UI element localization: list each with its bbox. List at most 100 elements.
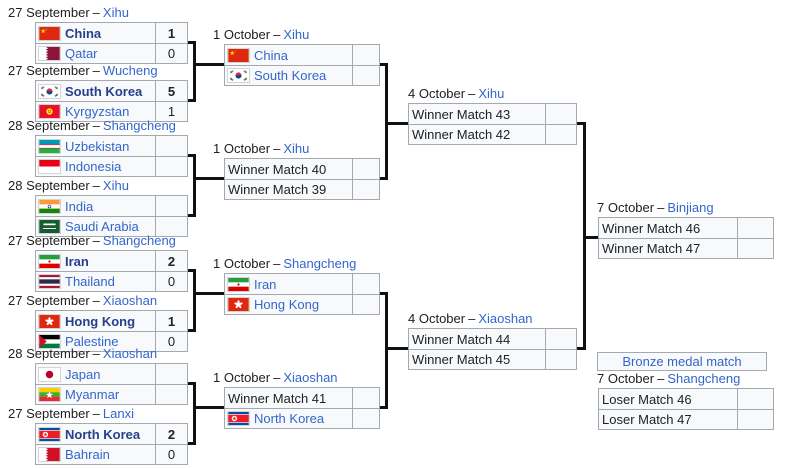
team-link[interactable]: Hong Kong	[65, 313, 136, 329]
flag-iran-icon	[228, 277, 249, 291]
team-cell: Indonesia	[36, 157, 155, 176]
match-header: 27 September–Lanxi	[8, 406, 134, 422]
match-header: 28 September–Xihu	[8, 178, 129, 194]
team-placeholder: Loser Match 47	[602, 412, 692, 427]
team-row: South Korea	[225, 65, 379, 85]
venue-link[interactable]: Wucheng	[102, 63, 158, 78]
team-placeholder: Winner Match 39	[228, 182, 327, 197]
team-placeholder: Winner Match 40	[228, 161, 327, 177]
flag-india-icon	[39, 199, 60, 213]
score-value: 2	[167, 426, 176, 442]
match-bronze: Loser Match 46 Loser Match 47	[598, 388, 774, 430]
venue-link[interactable]: Shangcheng	[667, 371, 741, 386]
team-link[interactable]: Bahrain	[65, 447, 110, 462]
venue-link[interactable]: Xiaoshan	[102, 346, 158, 361]
venue-link[interactable]: Xihu	[283, 27, 310, 42]
venue-link[interactable]: Shangcheng	[283, 256, 357, 271]
team-row: Winner Match 40	[225, 159, 379, 179]
team-cell: Qatar	[36, 44, 155, 63]
score-cell: 0	[155, 445, 187, 464]
team-link[interactable]: North Korea	[254, 411, 325, 426]
score-cell	[352, 66, 379, 85]
flag-northkorea-icon	[39, 427, 60, 441]
team-link[interactable]: Indonesia	[65, 159, 122, 174]
score-value: 0	[167, 334, 176, 349]
bronze-medal-match-label[interactable]: Bronze medal match	[597, 352, 767, 371]
team-link[interactable]: Hong Kong	[254, 297, 320, 312]
team-cell: Thailand	[36, 272, 155, 291]
venue-link[interactable]: Xihu	[283, 141, 310, 156]
flag-china-icon	[39, 26, 60, 40]
header-separator: –	[273, 141, 281, 156]
team-link[interactable]: Palestine	[65, 334, 119, 349]
team-cell: Saudi Arabia	[36, 217, 155, 236]
match-header: 28 September–Shangcheng	[8, 118, 176, 134]
header-separator: –	[92, 5, 100, 20]
flag-saudiarabia-icon	[39, 220, 60, 233]
score-value: 1	[167, 104, 176, 119]
header-separator: –	[273, 370, 281, 385]
venue-link[interactable]: Binjiang	[667, 200, 714, 215]
team-link[interactable]: Thailand	[65, 274, 115, 289]
venue-link[interactable]: Shangcheng	[102, 233, 176, 248]
score-cell	[352, 295, 379, 314]
bracket-connector	[193, 292, 225, 295]
flag-palestine-icon	[39, 335, 60, 348]
team-link[interactable]: Japan	[65, 366, 101, 382]
team-cell: North Korea	[36, 424, 155, 444]
flag-southkorea-icon	[228, 69, 249, 82]
match-date: 27 September	[8, 293, 90, 308]
score-cell	[545, 125, 576, 144]
team-row: Uzbekistan	[36, 136, 187, 156]
venue-link[interactable]: Xiaoshan	[478, 311, 533, 326]
match-header: 27 September–Shangcheng	[8, 233, 176, 249]
team-link[interactable]: Saudi Arabia	[65, 219, 139, 234]
team-cell: Winner Match 39	[225, 180, 352, 199]
team-cell: Winner Match 43	[409, 104, 545, 124]
team-link[interactable]: South Korea	[65, 83, 143, 99]
team-cell: India	[36, 196, 155, 216]
flag-northkorea-icon	[228, 412, 249, 425]
team-link[interactable]: North Korea	[65, 426, 141, 442]
venue-link[interactable]: Lanxi	[102, 406, 134, 421]
match-header: 27 September–Xiaoshan	[8, 293, 157, 309]
venue-link[interactable]: Xihu	[478, 86, 505, 101]
team-link[interactable]: China	[65, 25, 102, 41]
team-row: Winner Match 43	[409, 104, 576, 124]
flag-thailand-icon	[39, 275, 60, 288]
score-value: 1	[167, 313, 176, 329]
venue-link[interactable]: Xihu	[102, 5, 129, 20]
team-cell: Loser Match 47	[599, 410, 737, 429]
team-link[interactable]: China	[254, 47, 288, 63]
team-placeholder: Loser Match 46	[602, 391, 692, 407]
match-header: 28 September–Xiaoshan	[8, 346, 157, 362]
team-cell: South Korea	[225, 66, 352, 85]
bracket-connector	[186, 154, 196, 157]
score-cell: 0	[155, 332, 187, 351]
team-row: Hong Kong	[225, 294, 379, 314]
score-cell	[545, 329, 576, 349]
team-row: Myanmar	[36, 384, 187, 404]
team-cell: Uzbekistan	[36, 136, 155, 156]
team-link[interactable]: Iran	[254, 276, 277, 292]
team-link[interactable]: India	[65, 198, 94, 214]
bracket-connector	[385, 63, 388, 180]
team-row: Iran	[225, 274, 379, 294]
team-cell: Bahrain	[36, 445, 155, 464]
bracket-connector	[186, 269, 196, 272]
venue-link[interactable]: Xiaoshan	[283, 370, 338, 385]
team-link[interactable]: Qatar	[65, 46, 98, 61]
venue-link[interactable]: Xihu	[102, 178, 129, 193]
team-link[interactable]: Iran	[65, 253, 89, 269]
venue-link[interactable]: Xiaoshan	[102, 293, 158, 308]
bronze-medal-match-text: Bronze medal match	[622, 354, 742, 369]
bracket-connector	[186, 41, 196, 44]
team-link[interactable]: Uzbekistan	[65, 138, 130, 154]
venue-link[interactable]: Shangcheng	[102, 118, 176, 133]
team-link[interactable]: Kyrgyzstan	[65, 104, 130, 119]
team-link[interactable]: South Korea	[254, 68, 327, 83]
team-link[interactable]: Myanmar	[65, 387, 120, 402]
